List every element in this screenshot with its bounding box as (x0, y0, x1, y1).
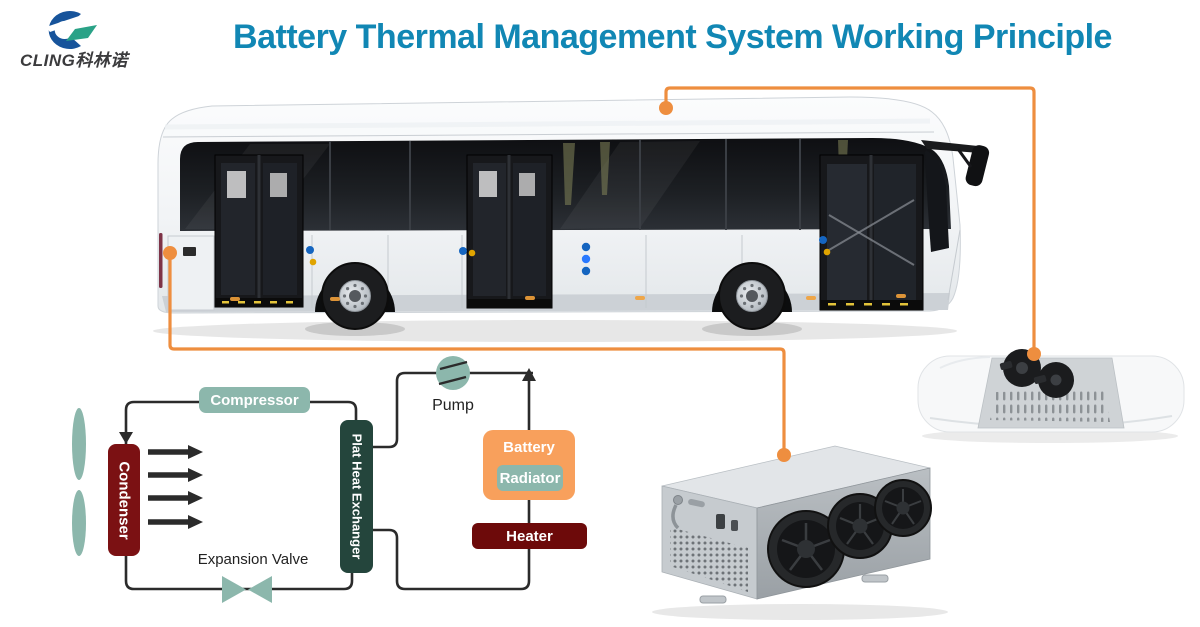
heat-flow-arrows (148, 445, 203, 529)
plate-heat-exchanger-box: Plat Heat Exchanger (340, 420, 373, 573)
unit-vent-grille (670, 527, 748, 592)
dot-bus-rear (163, 246, 177, 260)
radiator-box: Radiator (497, 465, 563, 491)
pump-label: Pump (432, 397, 474, 414)
heater-box: Heater (472, 523, 587, 549)
flow-arrow-up-icon (522, 368, 536, 381)
wheel-bolts (342, 283, 368, 309)
dot-ac-unit (1027, 347, 1041, 361)
unit-fans (767, 479, 932, 588)
fan-2 (827, 493, 893, 559)
heater-label: Heater (506, 527, 553, 545)
ac-contour-2 (939, 356, 991, 369)
window-pillars (329, 139, 801, 230)
bus-illustration (153, 96, 990, 342)
compressor-box: Compressor (199, 387, 310, 413)
unit-shadow (652, 604, 948, 620)
middle-door (466, 154, 553, 309)
brand-latin: CLING (20, 51, 76, 70)
roof-seam (162, 131, 935, 138)
glass-reflection-2 (560, 141, 700, 229)
tail-lamp (159, 233, 163, 288)
connector-lines (168, 86, 1036, 452)
dot-bus-roof (659, 101, 673, 115)
roof-highlight (164, 118, 931, 130)
brand-name: CLING科林诺 (20, 46, 140, 71)
wheel-bolts (739, 283, 765, 309)
brand-chinese: 科林诺 (75, 51, 128, 70)
connector-roof-ac (664, 86, 1036, 351)
step-markers (828, 303, 908, 306)
ac-grille (990, 390, 1110, 422)
front-wheel (712, 262, 792, 330)
radiator-label: Radiator (499, 469, 561, 487)
condenser-label: Condenser (115, 460, 133, 540)
battery-thermal-unit (652, 445, 948, 620)
coolant-loop (373, 371, 533, 591)
side-markers (230, 294, 906, 301)
pump-icon (436, 356, 470, 390)
page-title: Battery Thermal Management System Workin… (233, 18, 1112, 56)
condenser-fan-blades-icon (72, 408, 86, 556)
fan-3 (874, 479, 932, 537)
expansion-valve-label: Expansion Valve (197, 551, 309, 568)
brand-logo (18, 6, 138, 68)
windshield (925, 150, 949, 252)
cling-logo-icon (46, 11, 97, 49)
rooftop-ac-unit (917, 349, 1185, 443)
rear-hatch-latch (183, 247, 196, 256)
battery-label: Battery (503, 439, 555, 456)
connector-battery-unit (168, 253, 786, 452)
rear-door (214, 154, 304, 308)
bus-decals (230, 236, 906, 301)
logo-green-accent (66, 25, 97, 41)
plate-heat-exchanger-label: Plat Heat Exchanger (349, 433, 364, 560)
front-door (819, 154, 924, 311)
coolant-top-line (373, 371, 533, 449)
unit-pipes (671, 495, 738, 531)
condenser-box: Condenser (108, 444, 140, 556)
logo-slash (46, 13, 93, 32)
compressor-label: Compressor (210, 391, 299, 409)
unit-feet (699, 574, 889, 604)
flow-arrow-down-icon (119, 432, 133, 444)
expansion-valve-icon (222, 576, 272, 603)
coolant-return-line (373, 378, 531, 591)
fan-1 (767, 510, 845, 588)
connector-dots (163, 101, 1041, 462)
bus-ground-shadow (153, 320, 957, 342)
dot-battery-unit (777, 448, 791, 462)
side-mirror (921, 140, 990, 187)
step-markers (222, 301, 293, 304)
rear-wheel (315, 262, 395, 330)
